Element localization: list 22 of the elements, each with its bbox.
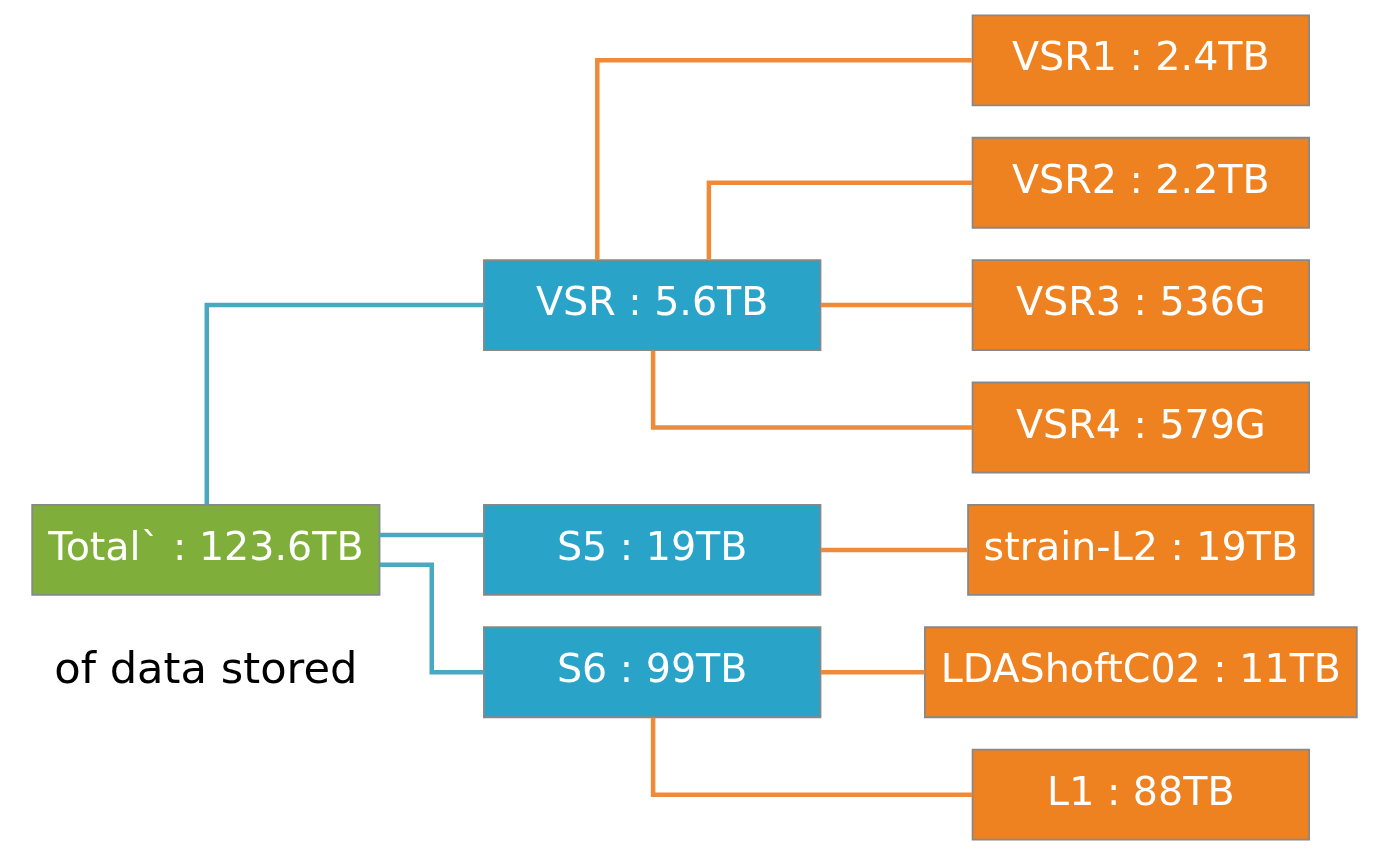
node-box: Total` : 123.6TB <box>30 504 380 596</box>
node-box: VSR1 : 2.4TB <box>971 14 1310 107</box>
connector <box>594 58 972 260</box>
label: of data stored <box>53 643 357 694</box>
node-box: VSR2 : 2.2TB <box>971 136 1310 229</box>
connector <box>379 532 483 538</box>
node-box: VSR4 : 579G <box>971 381 1310 474</box>
node-box: LDAShoftC02 : 11TB <box>923 626 1358 719</box>
connector <box>706 180 972 260</box>
node-box: strain-L2 : 19TB <box>966 504 1314 596</box>
node-box: VSR3 : 536G <box>971 259 1310 351</box>
connector <box>204 302 484 505</box>
connector <box>820 670 925 675</box>
connector <box>650 350 972 430</box>
connector <box>379 562 483 675</box>
connector <box>820 302 972 308</box>
node-box: VSR : 5.6TB <box>482 259 821 351</box>
connector <box>820 547 968 553</box>
node-box: S5 : 19TB <box>482 504 821 596</box>
node-box: L1 : 88TB <box>971 748 1310 841</box>
connector <box>650 717 972 797</box>
node-box: S6 : 99TB <box>482 626 821 719</box>
